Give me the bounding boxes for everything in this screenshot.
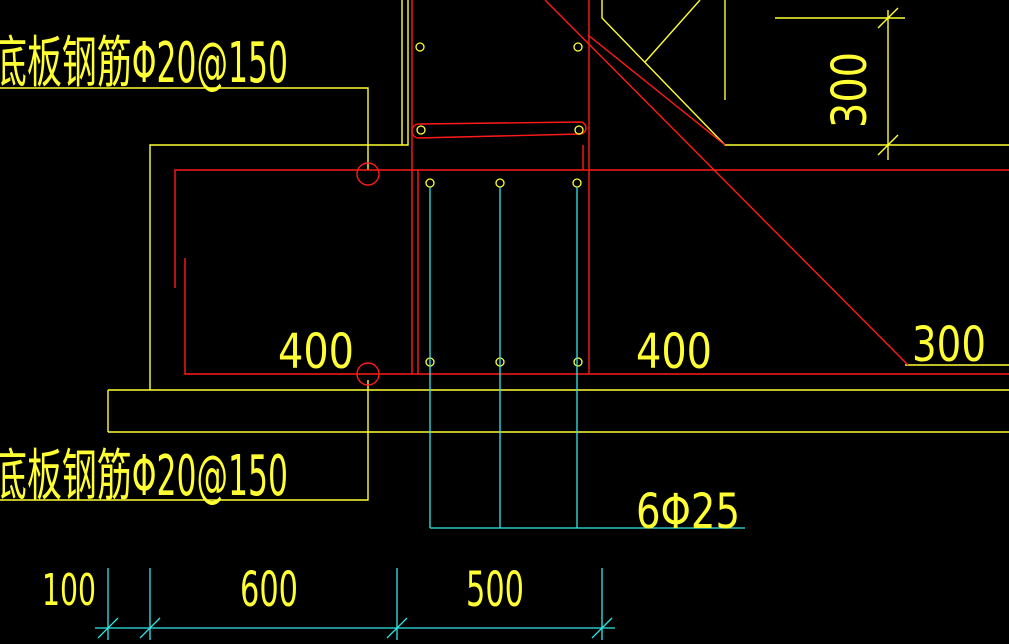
lower-label-leader bbox=[0, 380, 369, 501]
annotation-text: 底板钢筋Φ20@150 底板钢筋Φ20@150 400 400 300 300 … bbox=[0, 31, 986, 618]
dim-tick-1 bbox=[97, 617, 119, 639]
concrete-outline bbox=[0, 0, 1009, 501]
bar-dot bbox=[425, 178, 435, 188]
upper-label-leader bbox=[0, 87, 369, 170]
vertical-dim-label: 300 bbox=[822, 52, 878, 128]
left-width-label: 400 bbox=[278, 324, 354, 380]
diagonal-bracket bbox=[644, 0, 701, 63]
bar-dot bbox=[415, 42, 425, 52]
bar-dot bbox=[416, 125, 426, 135]
slab-bottom-bar bbox=[184, 258, 1009, 375]
lower-rebar-label: 底板钢筋Φ20@150 bbox=[0, 444, 288, 509]
dim-tick-3 bbox=[386, 617, 408, 639]
dim-label-600: 600 bbox=[240, 562, 298, 618]
dim-tick-2 bbox=[139, 617, 161, 639]
stem-outline-left bbox=[149, 0, 409, 390]
right-width-label: 400 bbox=[636, 324, 712, 380]
dim-tick-4 bbox=[591, 617, 613, 639]
bar-dot bbox=[572, 178, 582, 188]
upper-right-outline bbox=[601, 0, 1009, 146]
upper-rebar-label: 底板钢筋Φ20@150 bbox=[0, 31, 288, 96]
right-offset-label: 300 bbox=[912, 317, 986, 373]
leader-lines bbox=[95, 187, 745, 640]
bar-dot bbox=[573, 357, 583, 367]
vdim-tick-bottom bbox=[877, 134, 899, 156]
corner-bar-bottom bbox=[356, 362, 380, 386]
corner-bar-top bbox=[356, 162, 380, 186]
dim-label-100: 100 bbox=[42, 565, 96, 616]
diagonal-bar-1 bbox=[544, 0, 909, 366]
tie-link bbox=[411, 121, 587, 139]
main-bar-label: 6Φ25 bbox=[636, 484, 740, 540]
bar-dot bbox=[573, 42, 583, 52]
slab-top-bar bbox=[174, 169, 1009, 288]
bar-dot bbox=[495, 178, 505, 188]
rebar-lines bbox=[174, 0, 1009, 386]
dim-label-500: 500 bbox=[466, 562, 524, 618]
bar-dot bbox=[574, 125, 584, 135]
vdim-tick-top bbox=[877, 7, 899, 29]
diagonal-bar-2 bbox=[587, 34, 726, 146]
